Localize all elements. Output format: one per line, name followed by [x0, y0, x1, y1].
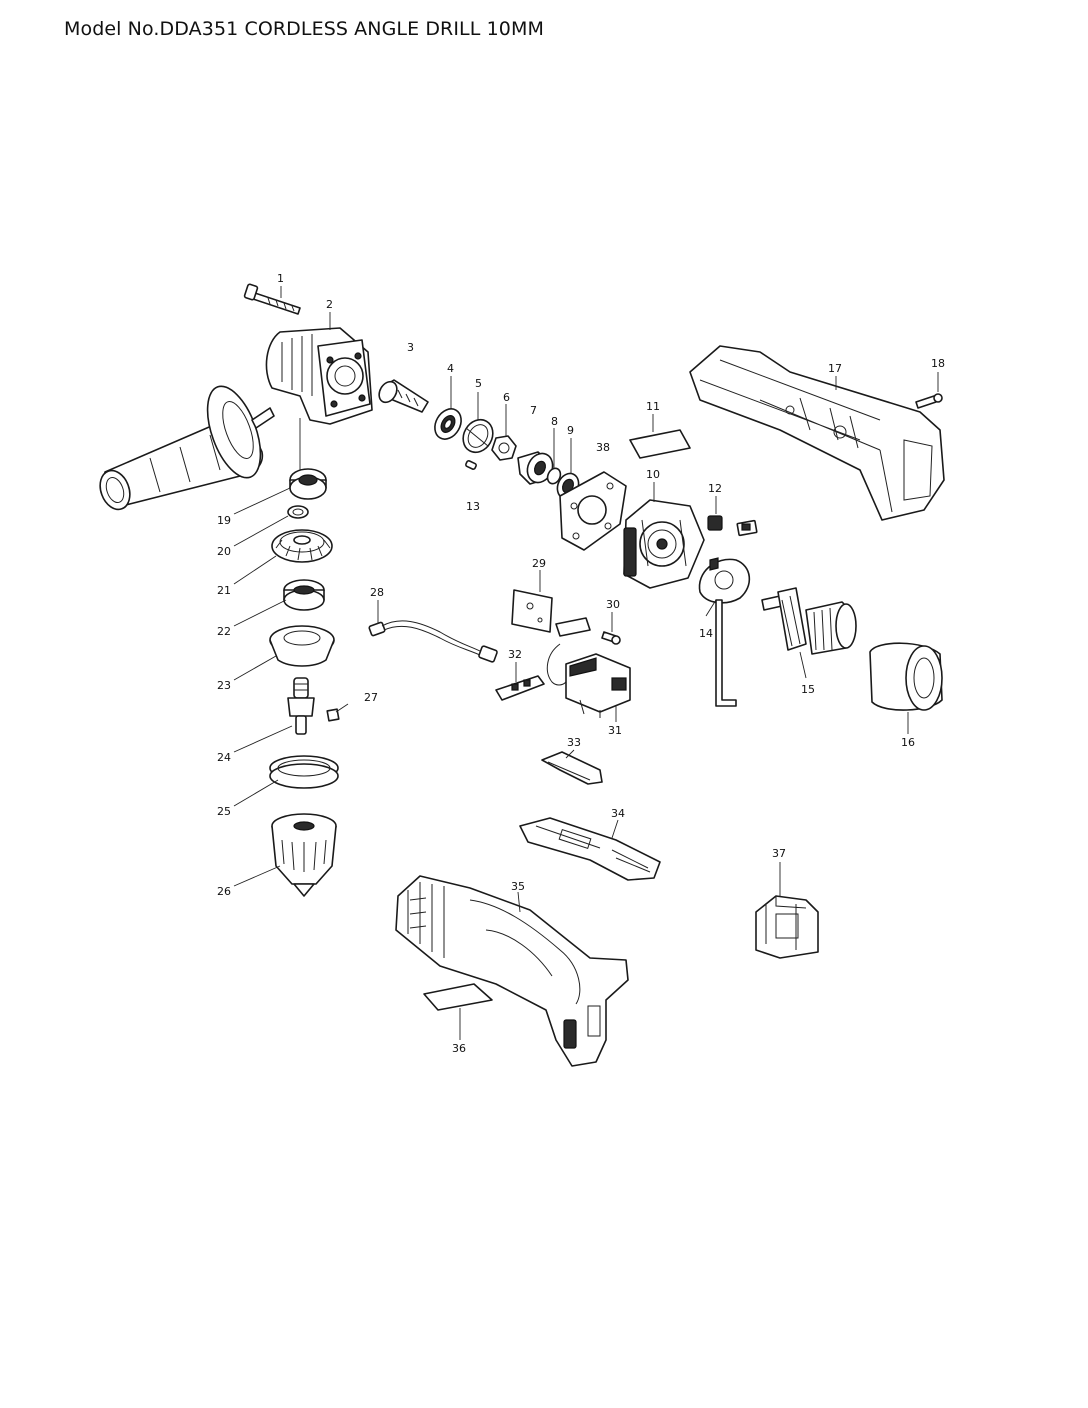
part-28[interactable]	[368, 620, 498, 663]
part-label-4: 4	[447, 362, 454, 375]
part-3[interactable]	[376, 378, 429, 413]
part-label-16: 16	[901, 736, 915, 749]
part-labels: 1 2 3 4 5 6 7 8 9 10 11 12 13 14 15 16 1…	[217, 272, 945, 1055]
part-label-33: 33	[567, 736, 581, 749]
part-label-7: 7	[530, 404, 537, 417]
part-label-24: 24	[217, 751, 231, 764]
part-17[interactable]	[689, 345, 945, 521]
part-26[interactable]	[271, 813, 337, 897]
part-label-31: 31	[608, 724, 622, 737]
part-label-36: 36	[452, 1042, 466, 1055]
part-36[interactable]	[423, 983, 493, 1011]
part-30[interactable]	[601, 631, 621, 645]
part-5[interactable]	[457, 414, 498, 457]
part-label-34: 34	[611, 807, 625, 820]
part-27[interactable]	[326, 708, 340, 722]
side-handle-icon	[99, 385, 275, 511]
part-label-13: 13	[466, 500, 480, 513]
part-13[interactable]	[465, 460, 477, 470]
part-16[interactable]	[869, 642, 943, 711]
part-29[interactable]	[511, 589, 591, 637]
part-label-15: 15	[801, 683, 815, 696]
part-35[interactable]	[395, 875, 629, 1067]
part-label-12: 12	[708, 482, 722, 495]
part-11[interactable]	[629, 429, 691, 459]
part-label-10: 10	[646, 468, 660, 481]
part-label-19: 19	[217, 514, 231, 527]
part-label-3: 3	[407, 341, 414, 354]
part-4[interactable]	[430, 404, 467, 444]
part-6[interactable]	[491, 435, 517, 461]
part-label-29: 29	[532, 557, 546, 570]
leader-lines	[233, 286, 939, 1040]
part-33[interactable]	[541, 751, 603, 785]
part-label-6: 6	[503, 391, 510, 404]
part-label-25: 25	[217, 805, 231, 818]
part-24[interactable]	[287, 677, 315, 735]
part-32[interactable]	[495, 675, 545, 701]
part-21[interactable]	[271, 529, 333, 563]
part-1[interactable]	[243, 283, 301, 315]
part-label-35: 35	[511, 880, 525, 893]
part-22[interactable]	[283, 579, 325, 611]
part-7[interactable]	[517, 449, 557, 486]
part-12[interactable]	[707, 515, 758, 537]
part-label-23: 23	[217, 679, 231, 692]
part-label-11: 11	[646, 400, 660, 413]
part-label-9: 9	[567, 424, 574, 437]
part-10[interactable]	[623, 499, 705, 589]
part-23[interactable]	[269, 625, 335, 667]
part-label-18: 18	[931, 357, 945, 370]
part-34[interactable]	[519, 817, 661, 881]
part-label-5: 5	[475, 377, 482, 390]
part-37[interactable]	[755, 895, 819, 959]
part-label-21: 21	[217, 584, 231, 597]
part-label-2: 2	[326, 298, 333, 311]
part-20[interactable]	[287, 505, 309, 519]
part-label-27: 27	[364, 691, 378, 704]
part-label-1: 1	[277, 272, 284, 285]
part-19[interactable]	[289, 468, 327, 500]
part-8[interactable]	[545, 466, 563, 486]
part-14[interactable]	[698, 557, 751, 707]
part-label-32: 32	[508, 648, 522, 661]
part-label-14: 14	[699, 627, 713, 640]
part-31[interactable]	[546, 643, 631, 718]
part-label-38: 38	[596, 441, 610, 454]
part-label-30: 30	[606, 598, 620, 611]
page-title: Model No.DDA351 CORDLESS ANGLE DRILL 10M…	[64, 18, 544, 40]
part-18[interactable]	[915, 393, 943, 409]
part-2[interactable]	[265, 327, 373, 425]
part-label-28: 28	[370, 586, 384, 599]
part-label-26: 26	[217, 885, 231, 898]
part-label-8: 8	[551, 415, 558, 428]
part-25[interactable]	[269, 755, 339, 789]
part-label-37: 37	[772, 847, 786, 860]
part-label-22: 22	[217, 625, 231, 638]
part-38[interactable]	[559, 471, 627, 551]
part-label-17: 17	[828, 362, 842, 375]
part-label-20: 20	[217, 545, 231, 558]
part-15[interactable]	[761, 587, 857, 655]
